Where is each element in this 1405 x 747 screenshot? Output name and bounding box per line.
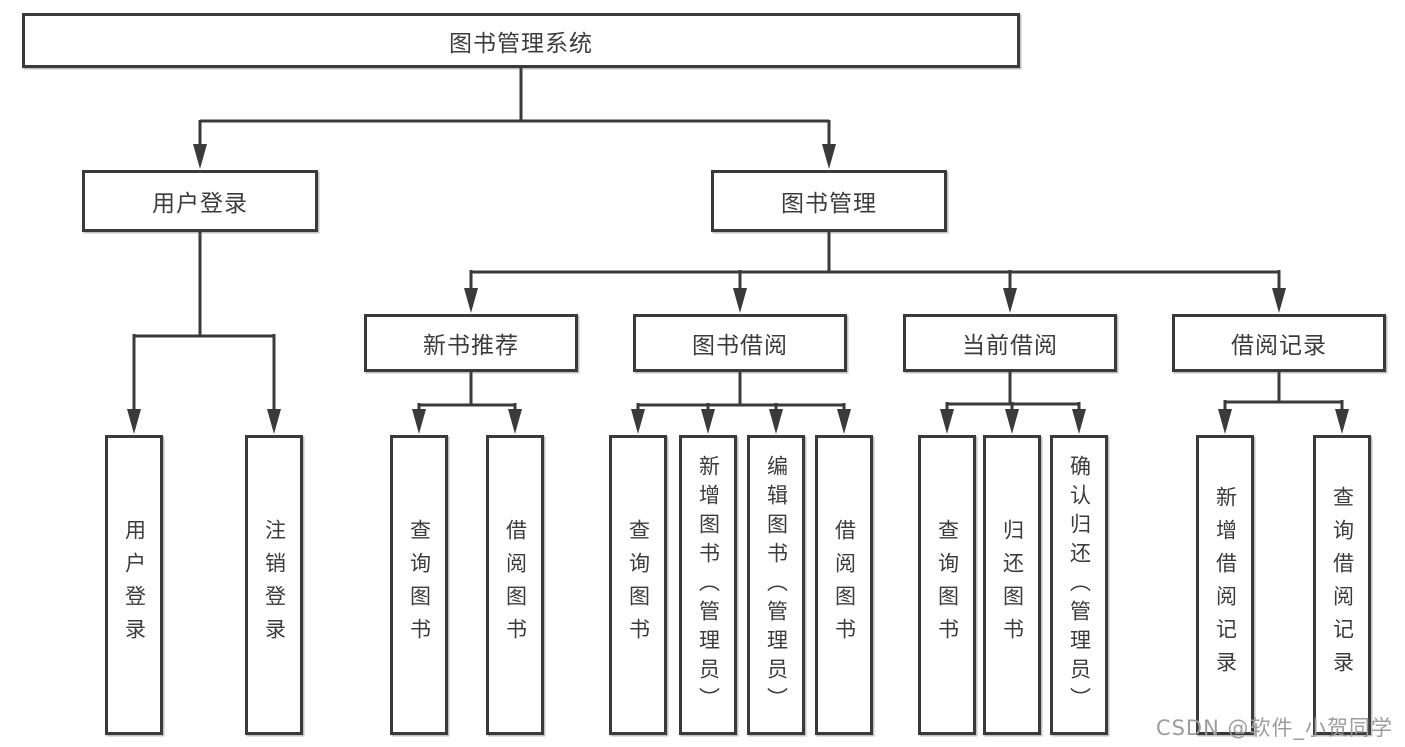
node-book-borrow: 图书借阅 [633,314,847,372]
node-label: 注销登录 [262,519,287,651]
arrowheads [127,144,1349,434]
node-label: 用户登录 [122,519,147,651]
node-label: 图书借阅 [692,333,788,359]
node-label: 确认归还（管理员） [1067,454,1092,716]
leaf-add-books-admin: 新增图书（管理员） [679,435,737,735]
node-label: 新增图书（管理员） [696,454,721,716]
node-user-login: 用户登录 [82,170,318,232]
node-label: 借阅图书 [832,519,857,651]
leaf-user-login: 用户登录 [105,435,163,735]
leaf-query-borrow-record: 查询借阅记录 [1313,435,1371,735]
node-label: 图书管理 [781,191,877,217]
node-label: 查询图书 [407,519,432,651]
leaf-query-books-recommend: 查询图书 [390,435,448,735]
node-label: 借阅记录 [1231,333,1327,359]
leaf-confirm-return-admin: 确认归还（管理员） [1050,435,1108,735]
node-borrow-records: 借阅记录 [1172,314,1386,372]
node-label: 图书管理系统 [449,30,593,57]
leaf-borrow-books-recommend: 借阅图书 [486,435,544,735]
csdn-watermark: CSDN @软件_小贺同学 [1155,716,1393,740]
node-label: 新书推荐 [423,333,519,359]
node-label: 编辑图书（管理员） [764,454,789,716]
leaf-query-books-borrow: 查询图书 [609,435,667,735]
leaf-borrow-books: 借阅图书 [815,435,873,735]
node-label: 借阅图书 [503,519,528,651]
leaf-edit-books-admin: 编辑图书（管理员） [747,435,805,735]
node-label: 当前借阅 [962,333,1058,359]
node-label: 查询图书 [935,519,960,651]
leaf-return-books: 归还图书 [983,435,1041,735]
node-label: 新增借阅记录 [1213,486,1238,684]
node-root-system: 图书管理系统 [22,13,1020,68]
leaf-query-books-current: 查询图书 [918,435,976,735]
node-new-book-recommend: 新书推荐 [364,314,578,372]
node-book-management: 图书管理 [711,170,947,232]
node-current-borrow: 当前借阅 [903,314,1117,372]
node-label: 查询借阅记录 [1330,486,1355,684]
node-label: 归还图书 [1000,519,1025,651]
node-label: 查询图书 [626,519,651,651]
leaf-add-borrow-record: 新增借阅记录 [1196,435,1254,735]
leaf-logout: 注销登录 [245,435,303,735]
node-label: 用户登录 [152,191,248,217]
